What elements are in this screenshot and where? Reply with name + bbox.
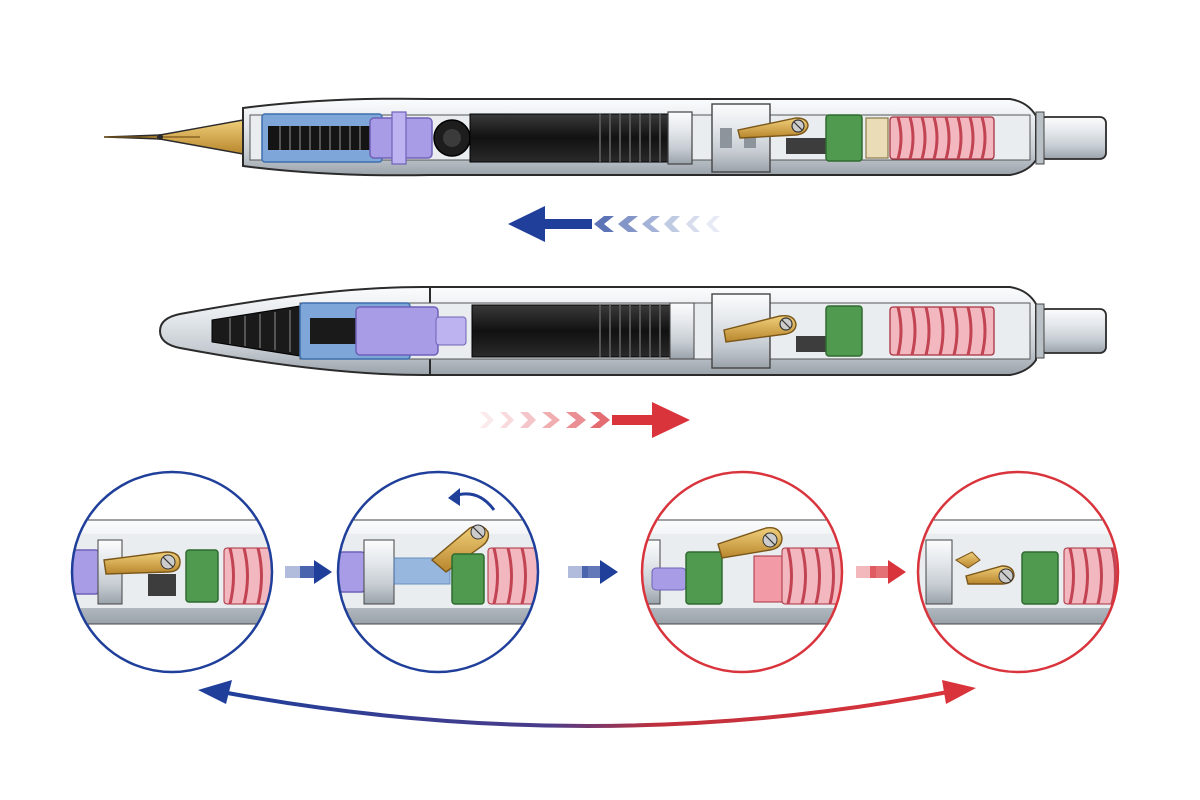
latch-lever-raised bbox=[723, 314, 797, 343]
detail-view-latch-engaged bbox=[70, 470, 274, 674]
nib-breather-hole bbox=[157, 134, 163, 140]
ink-feed bbox=[268, 126, 378, 150]
step-arrow-1 bbox=[285, 560, 332, 584]
trap-door-closed bbox=[355, 306, 439, 356]
detail-view-latch-reset bbox=[916, 470, 1120, 674]
detail-ring-blue bbox=[70, 470, 274, 674]
detail-view-latch-released bbox=[640, 470, 844, 674]
motion-arrow-right-red bbox=[480, 402, 690, 438]
small-gold-clip bbox=[955, 551, 981, 569]
detail-ring-red bbox=[916, 470, 1120, 674]
pen-nib-retracted bbox=[158, 285, 1107, 377]
cycle-return-arrow bbox=[198, 680, 976, 728]
converter-threads bbox=[599, 114, 661, 162]
motion-arrow-left-blue bbox=[508, 206, 720, 242]
pen-nib-extended bbox=[103, 97, 1107, 177]
push-button-mid bbox=[1039, 308, 1107, 354]
spring-coils bbox=[896, 116, 987, 160]
feed-fins bbox=[279, 126, 361, 150]
spacer bbox=[865, 117, 889, 159]
detail-view-latch-raised bbox=[336, 470, 540, 674]
step-arrow-2 bbox=[568, 560, 618, 584]
cam-block bbox=[825, 114, 863, 162]
detail-ring-red bbox=[640, 470, 844, 674]
push-button bbox=[1039, 116, 1107, 160]
latch-lever bbox=[737, 117, 809, 139]
detail-ring-blue bbox=[336, 470, 540, 674]
spring bbox=[889, 116, 995, 160]
ink-converter bbox=[469, 113, 693, 163]
step-arrow-3 bbox=[856, 560, 906, 584]
